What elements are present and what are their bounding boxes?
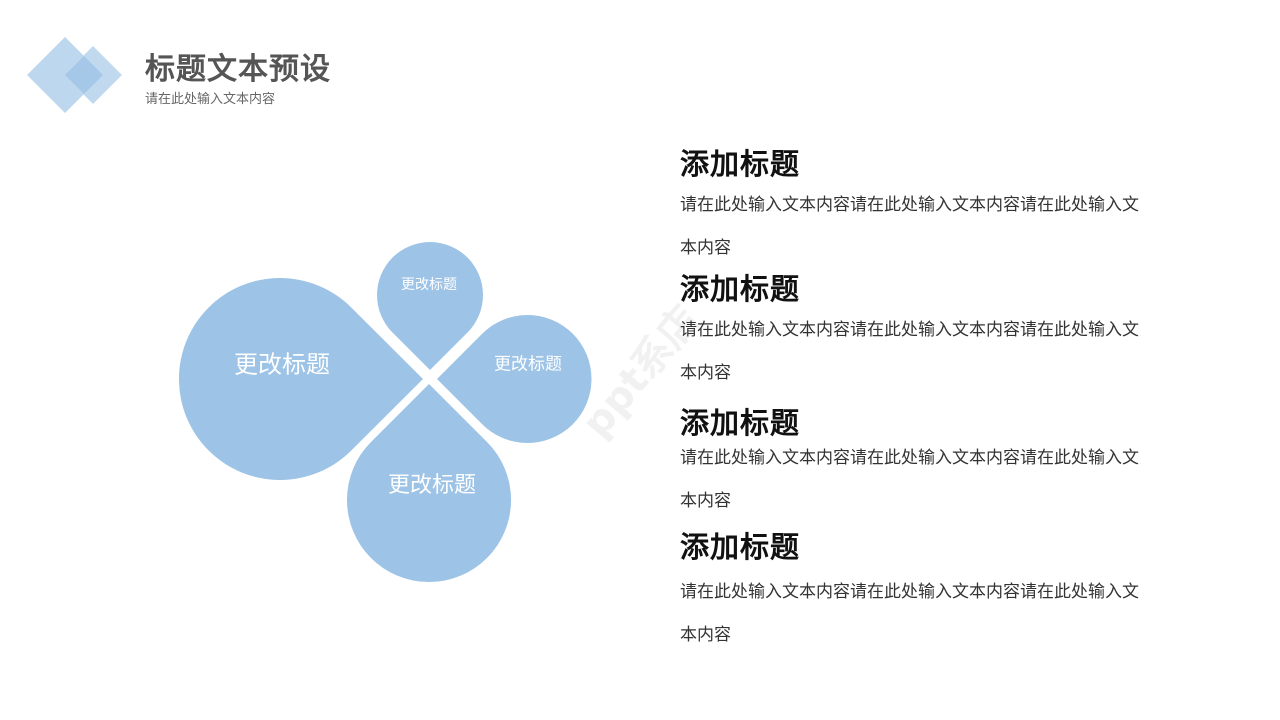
petal-bottom-label: 更改标题: [387, 473, 477, 498]
content-item: 添加标题 请在此处输入文本内容请在此处输入文本内容请在此处输入文本内容: [680, 405, 1160, 523]
item-title: 添加标题: [680, 406, 801, 440]
petal-right: [437, 315, 592, 444]
petal-left-label: 更改标题: [234, 350, 330, 379]
content-item: 添加标题 请在此处输入文本内容请在此处输入文本内容请在此处输入文本内容: [680, 271, 1160, 395]
item-body: 请在此处输入文本内容请在此处输入文本内容请在此处输入文本内容: [680, 320, 1139, 383]
page-subtitle: 请在此处输入文本内容: [145, 92, 276, 107]
content-item: 添加标题 请在此处输入文本内容请在此处输入文本内容请在此处输入文本内容: [680, 529, 1160, 657]
content-item: 添加标题 请在此处输入文本内容请在此处输入文本内容请在此处输入文本内容: [680, 146, 1160, 270]
item-body: 请在此处输入文本内容请在此处输入文本内容请在此处输入文本内容: [680, 195, 1139, 258]
petal-top-label: 更改标题: [401, 277, 457, 293]
item-title: 添加标题: [680, 272, 801, 306]
item-body: 请在此处输入文本内容请在此处输入文本内容请在此处输入文本内容: [680, 448, 1139, 511]
page-title: 标题文本预设: [145, 52, 331, 87]
item-title: 添加标题: [680, 147, 801, 181]
petal-bottom: [346, 384, 512, 583]
petal-top: [377, 242, 484, 370]
item-body: 请在此处输入文本内容请在此处输入文本内容请在此处输入文本内容: [680, 582, 1139, 645]
overlapping-diamonds-icon: [27, 37, 122, 113]
petal-left: [178, 278, 423, 480]
petal-right-label: 更改标题: [494, 354, 562, 375]
item-title: 添加标题: [680, 530, 801, 564]
